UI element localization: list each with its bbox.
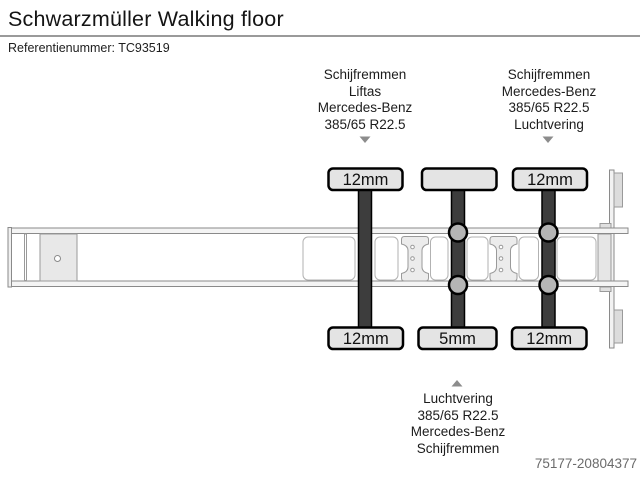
front-end-plate [7, 227, 12, 288]
annotation-line: 385/65 R22.5 [417, 407, 499, 423]
thickness-box-label: 12mm [526, 330, 572, 348]
cross-plate [401, 236, 429, 282]
annotation-rear-axle: Schijfremmen Mercedes-Benz 385/65 R22.5 … [439, 67, 640, 133]
kingpin-area [39, 233, 78, 282]
web-opening [430, 236, 449, 281]
bolt-hole [498, 256, 504, 261]
annotation-line: Luchtvering [514, 116, 584, 132]
annotation-line: Schijfremmen [416, 440, 500, 456]
cross-plate-shape [489, 236, 518, 282]
annotation-line: Mercedes-Benz [501, 83, 597, 99]
axle-middle [447, 188, 469, 329]
annotation-line: 385/65 R22.5 [324, 116, 406, 132]
web-opening [556, 236, 597, 281]
rear-tab-bottom [599, 286, 612, 292]
kingpin-circle [54, 255, 61, 262]
thickness-box [511, 167, 589, 192]
thickness-box [327, 326, 405, 351]
bolt-hole [410, 267, 415, 273]
web-opening [518, 236, 539, 281]
rear-tab-top [599, 223, 612, 229]
cross-plate-shape [401, 236, 429, 282]
thickness-box-label: 12mm [343, 330, 389, 348]
thickness-box [327, 167, 404, 192]
cross-plate [489, 236, 518, 282]
listing-id: 75177-20804377 [534, 456, 637, 471]
thickness-boxes [327, 167, 589, 351]
thickness-box [510, 326, 588, 351]
annotation-line: Liftas [348, 83, 382, 99]
annotation-middle-axle: Luchtvering 385/65 R22.5 Mercedes-Benz S… [348, 391, 568, 457]
chassis-rail-top [7, 227, 629, 234]
axle-bar [357, 188, 373, 329]
web-opening [374, 236, 399, 281]
thickness-box-label: 12mm [343, 171, 389, 189]
page-title: Schwarzmüller Walking floor [8, 7, 284, 31]
rear-buffer-bottom [613, 309, 623, 344]
thickness-box-label: 5mm [439, 330, 476, 348]
chassis-rail-bottom [7, 280, 629, 287]
lift-axle [357, 188, 373, 329]
thickness-box [420, 167, 498, 192]
thickness-box [417, 326, 498, 351]
arrow-down-icon [359, 136, 371, 143]
air-bellow [447, 274, 469, 296]
axle-bar [541, 188, 556, 329]
web-opening [302, 236, 356, 281]
annotation-line: Luchtvering [423, 391, 493, 406]
air-bellow [538, 274, 559, 296]
annotation-lift-axle: Schijfremmen Liftas Mercedes-Benz 385/65… [255, 67, 475, 133]
axle-rear [538, 188, 559, 329]
rear-crossmember [597, 233, 612, 282]
air-bellow [447, 222, 469, 243]
annotation-line: Schijfremmen [507, 67, 591, 82]
bolt-hole [410, 244, 415, 250]
rear-end [597, 169, 623, 349]
rear-buffer-top [613, 172, 623, 208]
front-stiffener [24, 233, 27, 281]
web-openings [302, 236, 597, 281]
air-bellow [538, 222, 559, 243]
axle-bar [450, 188, 466, 329]
arrow-up-icon [451, 380, 463, 387]
bolt-hole [410, 256, 415, 261]
web-opening [466, 236, 489, 281]
annotation-line: 385/65 R22.5 [508, 100, 590, 115]
annotation-line: Schijfremmen [323, 67, 407, 82]
thickness-labels: 12mm 12mm 12mm 5mm 12mm [343, 171, 573, 348]
chassis-frame [7, 227, 629, 288]
bolt-hole [498, 244, 504, 250]
reference-number: Referentienummer: TC93519 [8, 41, 170, 55]
annotation-line: Mercedes-Benz [317, 100, 413, 115]
arrow-down-icon [542, 136, 554, 143]
title-divider [0, 35, 640, 37]
bolt-hole [498, 267, 504, 273]
annotation-line: Mercedes-Benz [410, 424, 506, 439]
thickness-box-label: 12mm [527, 171, 573, 189]
